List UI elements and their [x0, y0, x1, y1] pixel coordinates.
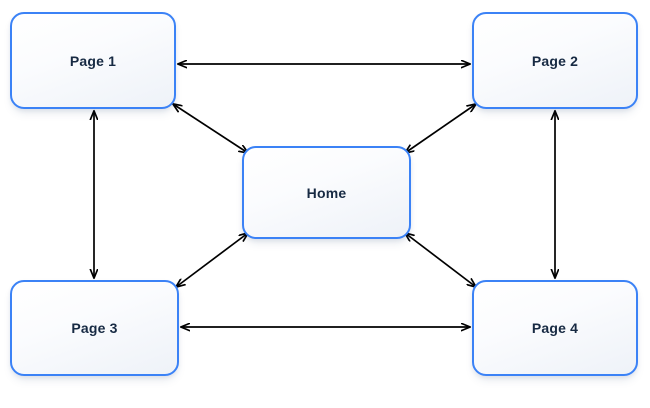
node-page2-label: Page 2 [531, 52, 579, 69]
node-page4[interactable]: Page 4 [472, 280, 638, 376]
node-page1-label: Page 1 [69, 52, 117, 69]
node-page3-label: Page 3 [71, 320, 118, 336]
connector-page4-home [405, 233, 476, 287]
node-page1[interactable]: Page 1 [10, 12, 176, 109]
node-page3[interactable]: Page 3 [10, 280, 179, 376]
node-page4-label: Page 4 [531, 320, 579, 336]
connector-page3-home [176, 233, 248, 287]
node-home-label: Home [306, 184, 347, 201]
connector-page1-home [173, 104, 248, 153]
connector-page2-home [405, 104, 476, 153]
node-page2[interactable]: Page 2 [472, 12, 638, 109]
node-home[interactable]: Home [242, 146, 411, 239]
